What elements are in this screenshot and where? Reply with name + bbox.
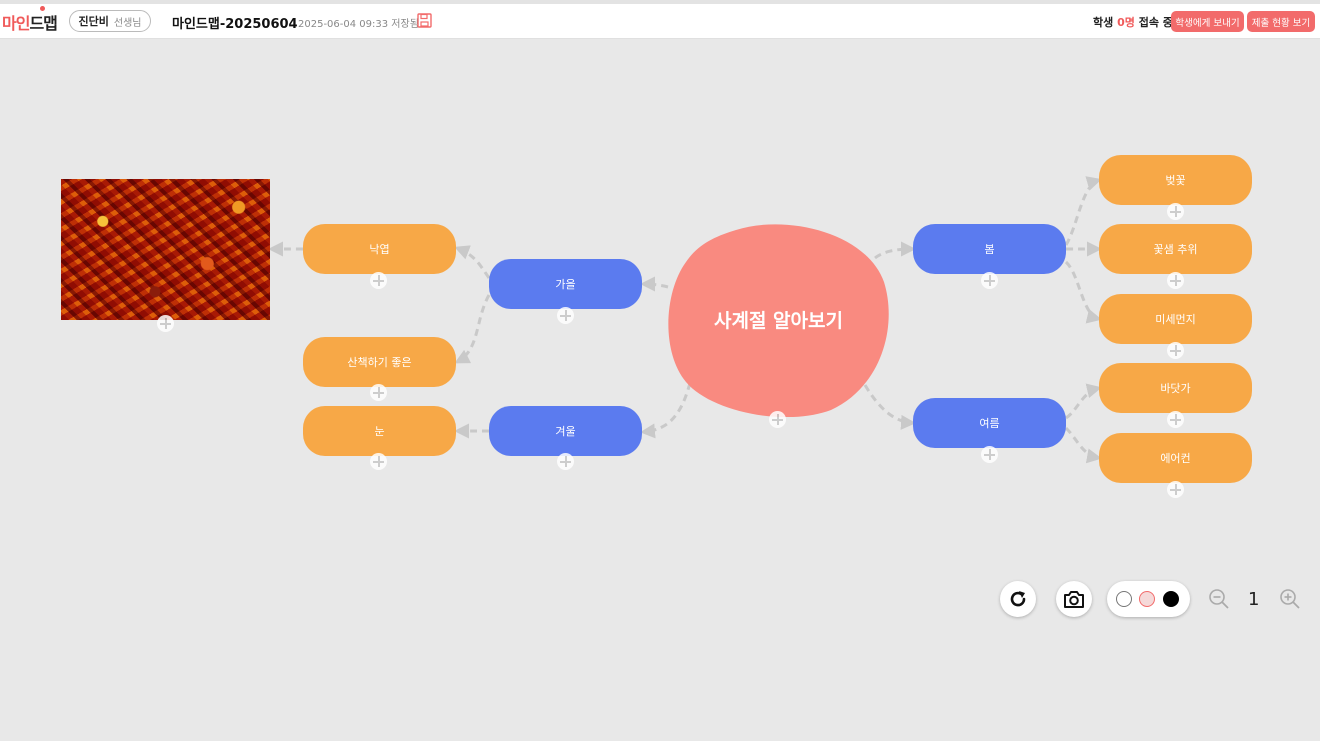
zoom-level: 1 <box>1248 589 1260 610</box>
add-child-button[interactable] <box>370 453 387 470</box>
node-cold-snap[interactable]: 꽃샘 추위 <box>1099 224 1252 274</box>
node-aircon[interactable]: 에어컨 <box>1099 433 1252 483</box>
color-picker <box>1107 581 1190 617</box>
autumn-leaves-image[interactable] <box>61 179 270 320</box>
add-child-button[interactable] <box>370 384 387 401</box>
add-child-button[interactable] <box>981 446 998 463</box>
user-chip[interactable]: 진단비 선생님 <box>69 10 151 32</box>
logo-text-2: 드맵 <box>29 14 57 33</box>
node-winter[interactable]: 겨울 <box>489 406 642 456</box>
node-cherry-blossom[interactable]: 벚꽃 <box>1099 155 1252 205</box>
zoom-in-icon[interactable] <box>1278 587 1302 611</box>
add-child-button[interactable] <box>1167 411 1184 428</box>
header-bar: 마인드맵 진단비 선생님 마인드맵-20250604 2025-06-04 09… <box>0 4 1320 39</box>
screenshot-button[interactable] <box>1056 581 1092 617</box>
node-summer[interactable]: 여름 <box>913 398 1066 448</box>
add-child-button[interactable] <box>157 315 174 332</box>
node-spring[interactable]: 봄 <box>913 224 1066 274</box>
node-snow[interactable]: 눈 <box>303 406 456 456</box>
user-name: 진단비 <box>78 15 109 28</box>
save-icon[interactable] <box>417 13 432 28</box>
node-beach[interactable]: 바닷가 <box>1099 363 1252 413</box>
online-prefix: 학생 <box>1093 16 1114 29</box>
camera-icon <box>1064 591 1084 608</box>
add-child-button[interactable] <box>557 307 574 324</box>
add-child-button[interactable] <box>1167 342 1184 359</box>
online-status: 학생 0명 접속 중 <box>1093 14 1173 30</box>
user-role: 선생님 <box>113 17 142 29</box>
submission-status-button[interactable]: 제출 현황 보기 <box>1247 11 1315 32</box>
refresh-icon <box>1010 591 1026 607</box>
logo-dot <box>40 6 45 11</box>
central-node[interactable]: 사계절 알아보기 <box>666 222 891 417</box>
app-logo[interactable]: 마인드맵 <box>2 6 58 34</box>
add-child-button[interactable] <box>1167 203 1184 220</box>
refresh-button[interactable] <box>1000 581 1036 617</box>
add-child-button[interactable] <box>1167 481 1184 498</box>
add-child-button[interactable] <box>557 453 574 470</box>
color-swatch-white[interactable] <box>1116 591 1132 607</box>
top-strip <box>0 0 1320 4</box>
central-blob <box>668 224 889 417</box>
color-swatch-pink[interactable] <box>1139 591 1155 607</box>
send-to-students-button[interactable]: 학생에게 보내기 <box>1171 11 1244 32</box>
saved-status: 2025-06-04 09:33 저장됨 <box>298 19 419 30</box>
node-fallen-leaves[interactable]: 낙엽 <box>303 224 456 274</box>
zoom-out-icon[interactable] <box>1207 587 1231 611</box>
add-child-button[interactable] <box>981 272 998 289</box>
online-suffix: 접속 중 <box>1138 16 1173 29</box>
map-title[interactable]: 마인드맵-20250604 <box>172 17 298 32</box>
node-walk[interactable]: 산책하기 좋은 <box>303 337 456 387</box>
node-fall[interactable]: 가을 <box>489 259 642 309</box>
logo-text-1: 마인 <box>2 14 30 33</box>
add-child-button[interactable] <box>1167 272 1184 289</box>
online-count: 0명 <box>1117 16 1135 29</box>
add-child-button[interactable] <box>370 272 387 289</box>
central-node-label: 사계절 알아보기 <box>714 310 843 332</box>
color-swatch-black[interactable] <box>1163 591 1179 607</box>
node-fine-dust[interactable]: 미세먼지 <box>1099 294 1252 344</box>
add-child-button[interactable] <box>769 411 786 428</box>
